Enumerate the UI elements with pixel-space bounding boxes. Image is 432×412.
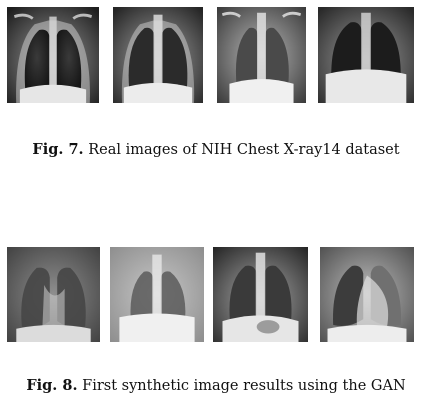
synthetic-xray-2 [110,247,204,342]
fig7-caption: Fig. 7. Real images of NIH Chest X-ray14… [0,141,432,158]
synthetic-xray-1 [7,247,100,342]
synthetic-xray-4 [320,247,414,342]
fig7-caption-text: Real images of NIH Chest X-ray14 dataset [88,142,400,158]
real-xray-2 [113,7,203,103]
fig8-caption-text: First synthetic image results using the … [82,378,406,394]
real-xray-4 [318,7,414,103]
synthetic-xray-3 [213,247,308,342]
fig7-label: Fig. 7. [32,141,84,158]
real-xray-1 [7,7,99,103]
real-xray-3 [217,7,306,103]
fig8-label: Fig. 8. [26,377,78,394]
fig8-caption: Fig. 8. First synthetic image results us… [0,377,432,394]
